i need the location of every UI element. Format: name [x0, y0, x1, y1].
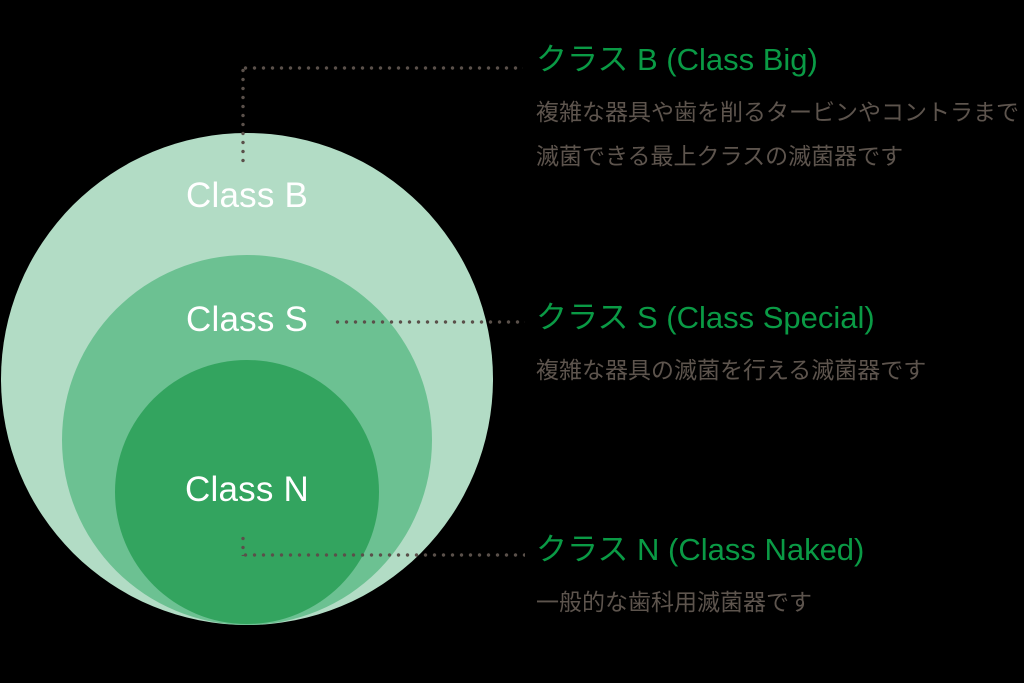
circle-label-class-b: Class B — [186, 176, 308, 215]
legend-description-class-n: 一般的な歯科用滅菌器です — [536, 588, 812, 615]
legend-title-class-s: クラス S (Class Special) — [536, 300, 875, 335]
legend-title-class-b: クラス B (Class Big) — [536, 42, 818, 77]
legend-text-column: クラス B (Class Big) 複雑な器具や歯を削るタービンやコントラまで滅… — [536, 0, 1024, 683]
connector-class-n-horizontal — [241, 553, 525, 557]
circle-label-class-s: Class S — [186, 300, 308, 339]
connector-class-b-vertical — [241, 66, 245, 164]
legend-description-class-b: 複雑な器具や歯を削るタービンやコントラまで滅菌できる最上クラスの滅菌器です — [536, 98, 1019, 170]
legend-entry-class-b: クラス B (Class Big) 複雑な器具や歯を削るタービンやコントラまで滅… — [536, 42, 1024, 179]
legend-title-class-n: クラス N (Class Naked) — [536, 532, 865, 567]
connector-class-s-horizontal — [333, 320, 525, 324]
legend-description-class-s: 複雑な器具の滅菌を行える滅菌器です — [536, 356, 927, 383]
legend-entry-class-n: クラス N (Class Naked) 一般的な歯科用滅菌器です — [536, 532, 1024, 624]
circle-label-class-n: Class N — [185, 470, 309, 509]
connector-class-n-vertical — [241, 534, 245, 556]
venn-diagram: Class B Class S Class N — [1, 66, 525, 625]
connector-class-b-horizontal — [241, 66, 523, 70]
circle-class-n: Class N — [115, 360, 379, 624]
legend-entry-class-s: クラス S (Class Special) 複雑な器具の滅菌を行える滅菌器です — [536, 300, 1024, 392]
